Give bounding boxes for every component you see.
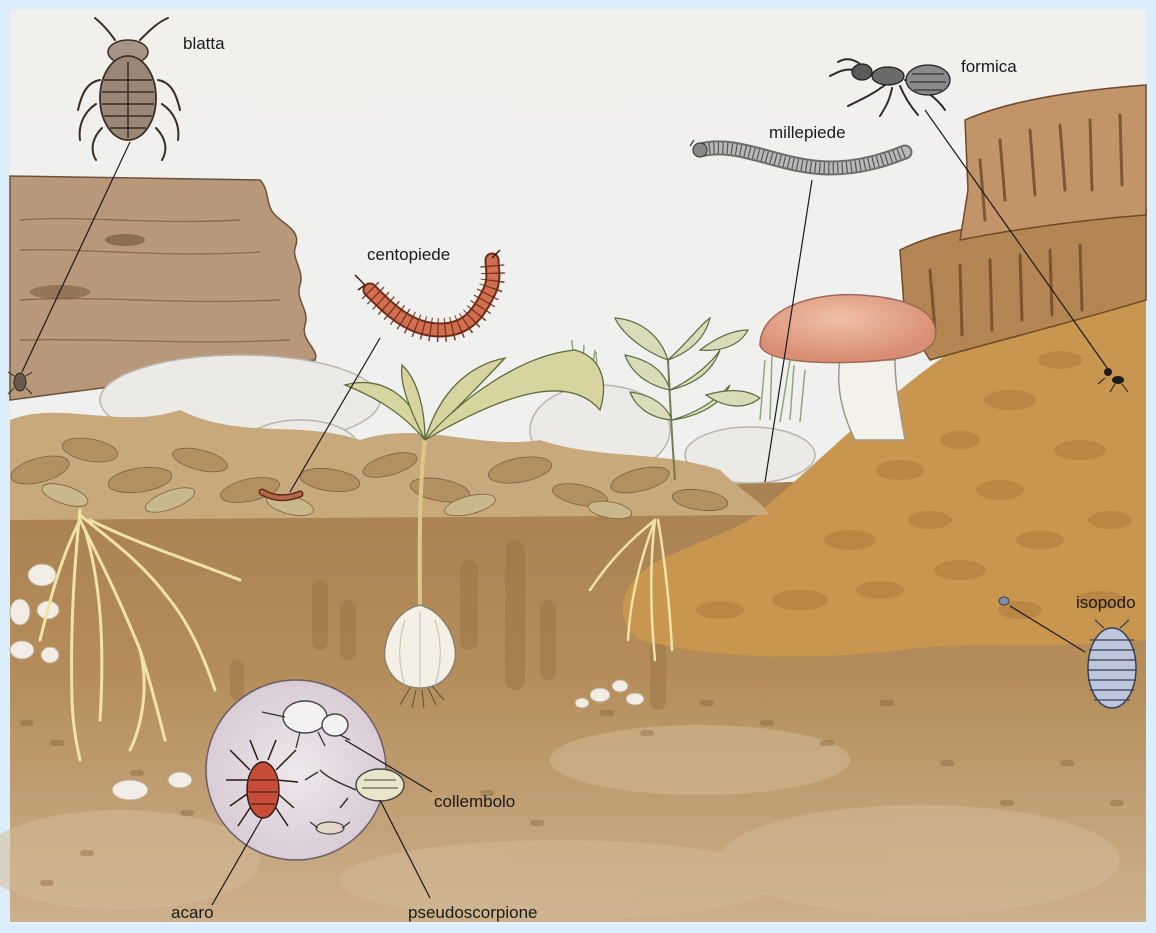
label-formica: formica <box>961 58 1017 75</box>
label-millepiede: millepiede <box>769 124 846 141</box>
label-centopiede: centopiede <box>367 246 450 263</box>
label-blatta: blatta <box>183 35 225 52</box>
label-acaro: acaro <box>171 904 214 921</box>
label-pseudoscorpione: pseudoscorpione <box>408 904 537 921</box>
label-isopodo: isopodo <box>1076 594 1136 611</box>
label-collembolo: collembolo <box>434 793 515 810</box>
